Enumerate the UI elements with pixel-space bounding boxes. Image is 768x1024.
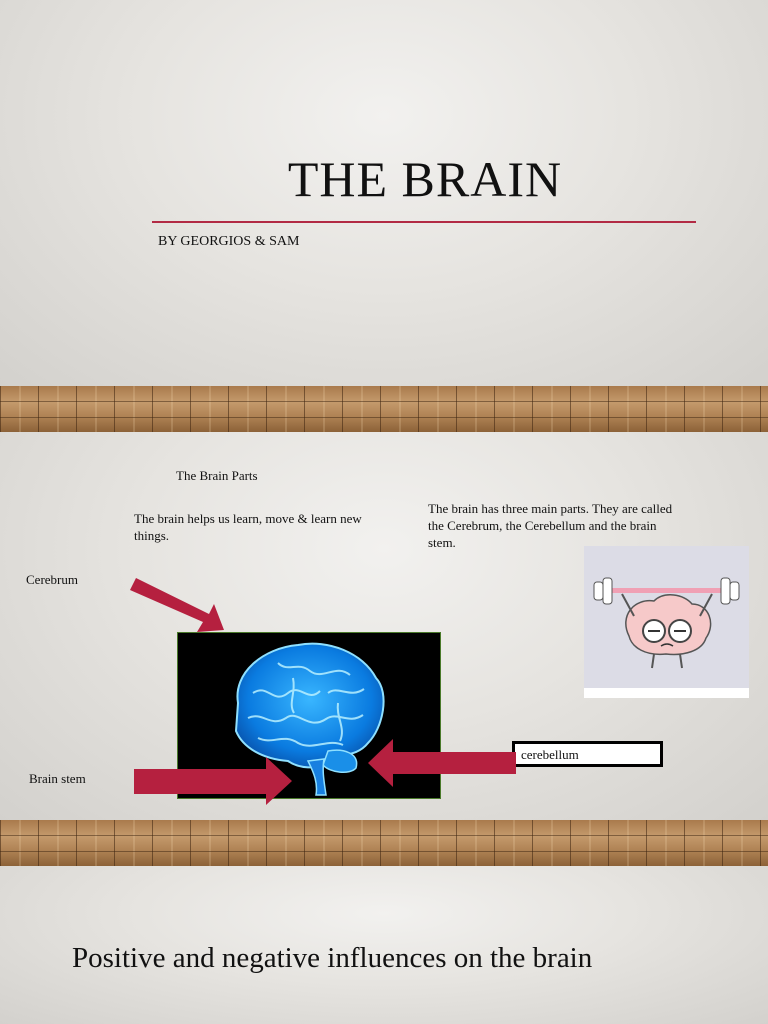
brain-stem-label: Brain stem [29,770,86,787]
weightlifting-brain-icon [584,546,749,698]
slide-title: THE BRAIN [160,150,690,208]
wood-floor-divider [0,820,768,866]
cerebellum-label-box: cerebellum [512,741,663,767]
title-slide: THE BRAIN BY GEORGIOS & SAM [0,0,768,386]
slide-subtitle: BY GEORGIOS & SAM [158,234,299,250]
cartoon-brain-image [584,546,749,698]
cerebrum-label: Cerebrum [26,571,78,588]
wood-floor-divider [0,386,768,432]
section-heading: The Brain Parts [176,467,258,484]
influences-slide: Positive and negative influences on the … [0,866,768,1024]
brain-parts-slide: The Brain Parts The brain helps us learn… [0,432,768,820]
blue-brain-icon [178,633,442,800]
brain-image [177,632,441,799]
parts-text: The brain has three main parts. They are… [428,500,678,551]
title-rule [152,221,696,223]
slide-title: Positive and negative influences on the … [72,942,592,975]
intro-text: The brain helps us learn, move & learn n… [134,510,384,544]
cerebrum-arrow [130,578,224,632]
